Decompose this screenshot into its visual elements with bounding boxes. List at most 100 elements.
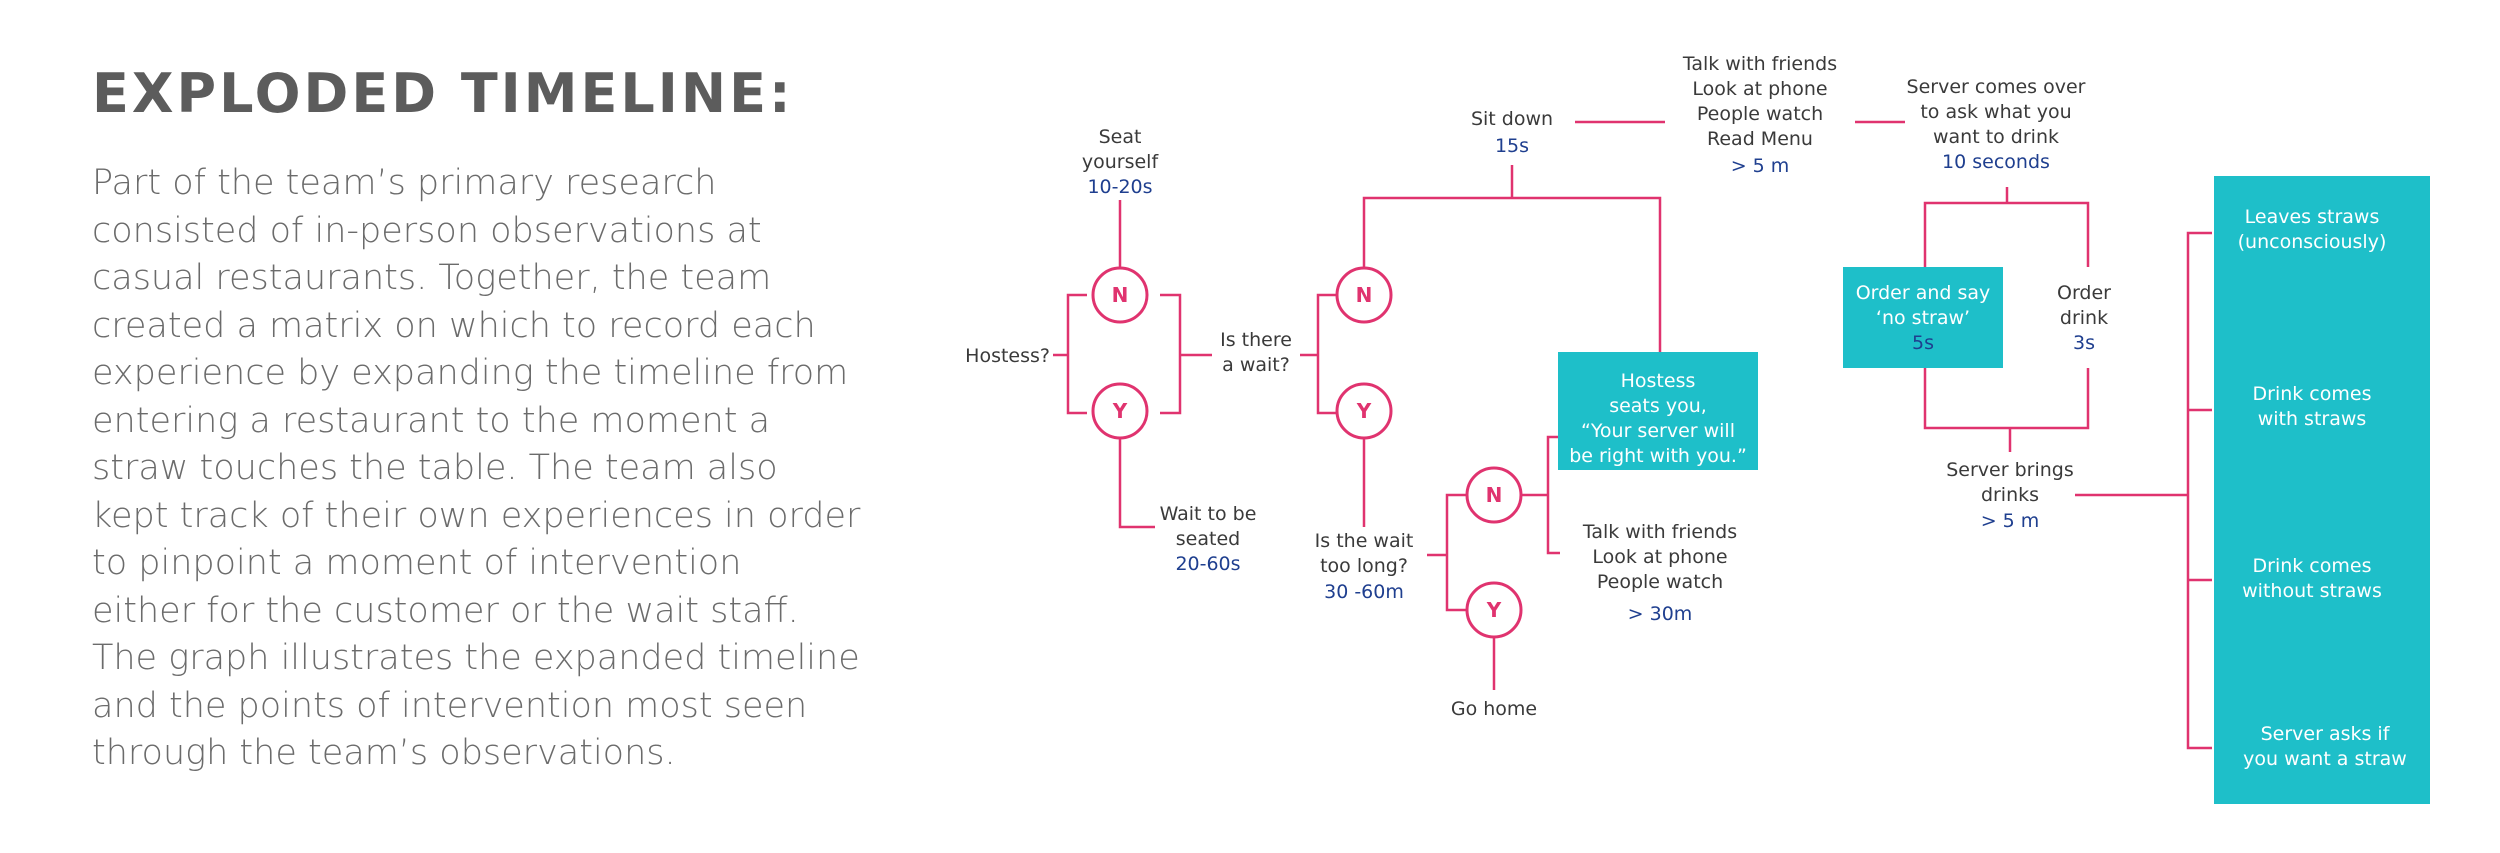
choice-no-3: N — [1465, 466, 1523, 524]
node-label: Seat — [1099, 126, 1142, 148]
connector-line — [1546, 435, 1560, 555]
node-time: 30 -60m — [1324, 581, 1404, 603]
description-paragraph: Part of the team’s primary research cons… — [92, 160, 892, 778]
node-label: a wait? — [1222, 354, 1290, 376]
node-time: 3s — [2073, 332, 2095, 354]
outcome-label: you want a straw — [2243, 748, 2407, 770]
node-label: ‘no straw’ — [1876, 307, 1970, 329]
activities-menu-node: Talk with friends Look at phone People w… — [1682, 53, 1837, 177]
node-time: 10 seconds — [1942, 151, 2050, 173]
node-label: seats you, — [1609, 395, 1707, 417]
choice-label: N — [1112, 283, 1129, 307]
node-label: Server comes over — [1907, 76, 2086, 98]
hostess-question: Hostess? — [965, 345, 1050, 367]
node-time: 15s — [1495, 135, 1529, 157]
choice-label: Y — [1112, 399, 1128, 423]
connector-lines — [1053, 120, 2212, 750]
choice-label: N — [1486, 483, 1503, 507]
node-label: too long? — [1320, 555, 1408, 577]
description-line: The graph illustrates the expanded timel… — [92, 638, 860, 678]
node-label: People watch — [1697, 103, 1823, 125]
node-label: drink — [2060, 307, 2108, 329]
description-line: Part of the team’s primary research — [92, 163, 717, 203]
node-label: Look at phone — [1692, 78, 1827, 100]
order-no-straw-box — [1843, 267, 2003, 368]
server-comes-over-node: Server comes over to ask what you want t… — [1907, 76, 2086, 173]
node-label: Look at phone — [1592, 546, 1727, 568]
node-time: > 5 m — [1981, 510, 2040, 532]
node-time: 20-60s — [1175, 553, 1240, 575]
node-label: Order — [2057, 282, 2111, 304]
description-line: either for the customer or the wait staf… — [92, 590, 799, 631]
node-label: Server brings — [1946, 459, 2074, 481]
connector-line — [1445, 493, 1467, 612]
order-no-straw-node: Order and say ‘no straw’ 5s — [1856, 282, 1991, 354]
node-label: drinks — [1981, 484, 2039, 506]
node-label: Sit down — [1471, 108, 1553, 130]
node-label: Talk with friends — [1682, 53, 1837, 75]
node-label: be right with you.” — [1569, 445, 1747, 467]
node-label: to ask what you — [1920, 101, 2071, 123]
description-line: and the points of intervention most seen — [92, 685, 808, 726]
node-label: Talk with friends — [1582, 521, 1737, 543]
outcome-without-straws: Drink comes without straws — [2242, 555, 2382, 602]
description-line: through the team’s observations. — [92, 733, 676, 773]
node-label: Is the wait — [1315, 530, 1414, 552]
description-line: consisted of in-person observations at — [92, 210, 762, 251]
connector-line — [1923, 368, 2090, 430]
outcome-with-straws: Drink comes with straws — [2253, 383, 2372, 430]
outcome-label: with straws — [2258, 408, 2367, 430]
connector-line — [1923, 201, 2090, 267]
outcome-label: Leaves straws — [2245, 206, 2380, 228]
node-label: “Your server will — [1581, 420, 1735, 442]
order-drink-node: Order drink 3s — [2057, 282, 2111, 354]
node-label: Is there — [1220, 329, 1292, 351]
is-there-a-wait-node: Is there a wait? — [1220, 329, 1292, 376]
node-label: want to drink — [1933, 126, 2059, 148]
is-wait-too-long-node: Is the wait too long? 30 -60m — [1315, 530, 1414, 603]
choice-yes-1: Y — [1091, 382, 1149, 440]
connector-line — [1362, 196, 1662, 355]
node-label: Hostess — [1621, 370, 1696, 392]
hostess-seats-box — [1558, 352, 1758, 470]
node-label: yourself — [1082, 151, 1160, 173]
node-label: People watch — [1597, 571, 1723, 593]
outcome-label: Drink comes — [2253, 555, 2372, 577]
description-line: experience by expanding the timeline fro… — [92, 353, 849, 393]
choice-label: Y — [1356, 399, 1372, 423]
wait-to-be-seated-node: Wait to be seated 20-60s — [1160, 503, 1257, 575]
seat-yourself-node: Seat yourself 10-20s — [1082, 126, 1160, 198]
choice-yes-2: Y — [1335, 382, 1393, 440]
connector-line — [1066, 293, 1087, 415]
outcome-leaves-straws: Leaves straws (unconsciously) — [2238, 206, 2387, 253]
connector-line — [1160, 293, 1182, 415]
outcome-label: (unconsciously) — [2238, 231, 2387, 253]
choice-label: Y — [1486, 598, 1502, 622]
node-label: Order and say — [1856, 282, 1991, 304]
choice-label: N — [1356, 283, 1373, 307]
node-label: Wait to be — [1160, 503, 1257, 525]
node-time: 10-20s — [1087, 176, 1152, 198]
node-label: seated — [1176, 528, 1240, 550]
connector-line — [2186, 231, 2212, 750]
description-line: created a matrix on which to record each — [92, 305, 816, 346]
description-line: entering a restaurant to the moment a — [92, 400, 771, 441]
outcome-server-asks: Server asks if you want a straw — [2243, 723, 2407, 770]
outcome-label: Drink comes — [2253, 383, 2372, 405]
outcomes-panel — [2214, 176, 2430, 804]
node-time: 5s — [1912, 332, 1934, 354]
server-brings-drinks-node: Server brings drinks > 5 m — [1946, 459, 2074, 532]
connector-line — [1316, 293, 1338, 415]
node-time: > 5 m — [1731, 155, 1790, 177]
connector-line — [1118, 438, 1155, 529]
description-line: casual restaurants. Together, the team — [92, 258, 772, 298]
description-line: straw touches the table. The team also — [92, 448, 778, 488]
description-line: to pinpoint a moment of intervention — [92, 543, 742, 583]
choice-yes-3: Y — [1465, 581, 1523, 639]
choice-no-1: N — [1091, 266, 1149, 324]
activities-wait-node: Talk with friends Look at phone People w… — [1582, 521, 1737, 625]
hostess-seats-you-node: Hostess seats you, “Your server will be … — [1569, 370, 1747, 467]
outcome-label: Server asks if — [2261, 723, 2391, 745]
choice-no-2: N — [1335, 266, 1393, 324]
